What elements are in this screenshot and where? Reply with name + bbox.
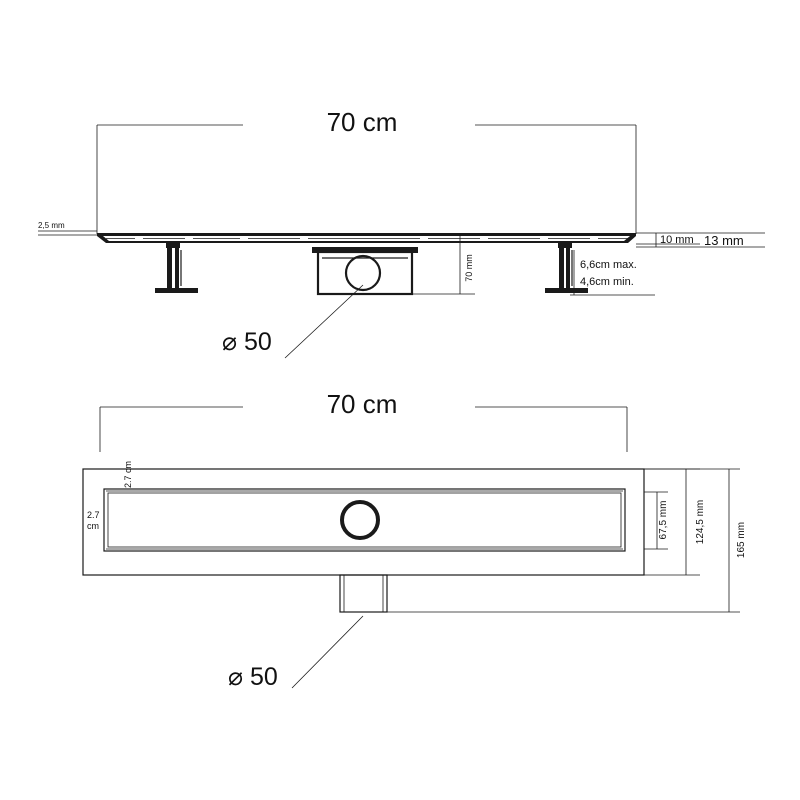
outlet-height-dimension: 70 mm (412, 233, 475, 295)
outer-frame (82, 468, 645, 576)
grate-flange-dimension: 10 mm 13 mm (636, 232, 765, 248)
grate-label: 10 mm (660, 234, 694, 246)
leg-min-label: 4,6cm min. (580, 276, 634, 288)
drain-side-body (97, 233, 636, 296)
total-width-label: 165 mm (736, 522, 747, 558)
frame-thickness-dimension: 2,5 mm (38, 221, 97, 236)
channel-width-label: 124,5 mm (695, 500, 706, 544)
top-width-label: 70 cm (327, 389, 398, 419)
inner-width-label: 67,5 mm (658, 501, 669, 540)
right-leg (545, 243, 588, 293)
drain-hole (340, 500, 380, 540)
flange-label: 13 mm (704, 233, 744, 248)
channel-width-dimension: 124,5 mm (644, 468, 706, 576)
frame-thickness-label: 2,5 mm (38, 221, 65, 230)
side-width-dimension: 70 cm (96, 107, 637, 234)
side-diameter-callout: ⌀ 50 (222, 284, 364, 359)
outlet-height-label: 70 mm (464, 254, 474, 282)
inner-width-dimension: 67,5 mm (644, 491, 669, 550)
margin-top-label: 2.7 cm (123, 461, 133, 488)
side-view: 70 cm 2,5 mm (38, 107, 765, 359)
top-diameter-callout: ⌀ 50 (228, 615, 364, 691)
channel (103, 488, 626, 552)
leg-max-label: 6,6cm max. (580, 259, 637, 271)
leg-height-dimension: 6,6cm max. 4,6cm min. (570, 250, 655, 296)
left-leg (155, 243, 198, 293)
side-width-label: 70 cm (327, 107, 398, 137)
total-width-dimension: 165 mm (387, 468, 747, 613)
top-diameter-label: ⌀ 50 (228, 663, 278, 691)
grate-outline (107, 492, 622, 548)
top-width-dimension: 70 cm (99, 389, 628, 452)
side-diameter-label: ⌀ 50 (222, 328, 272, 356)
outlet-pipe (339, 574, 388, 613)
outlet-pipe-circle (344, 254, 382, 292)
margin-top-dimension: 2.7 cm (123, 461, 133, 488)
